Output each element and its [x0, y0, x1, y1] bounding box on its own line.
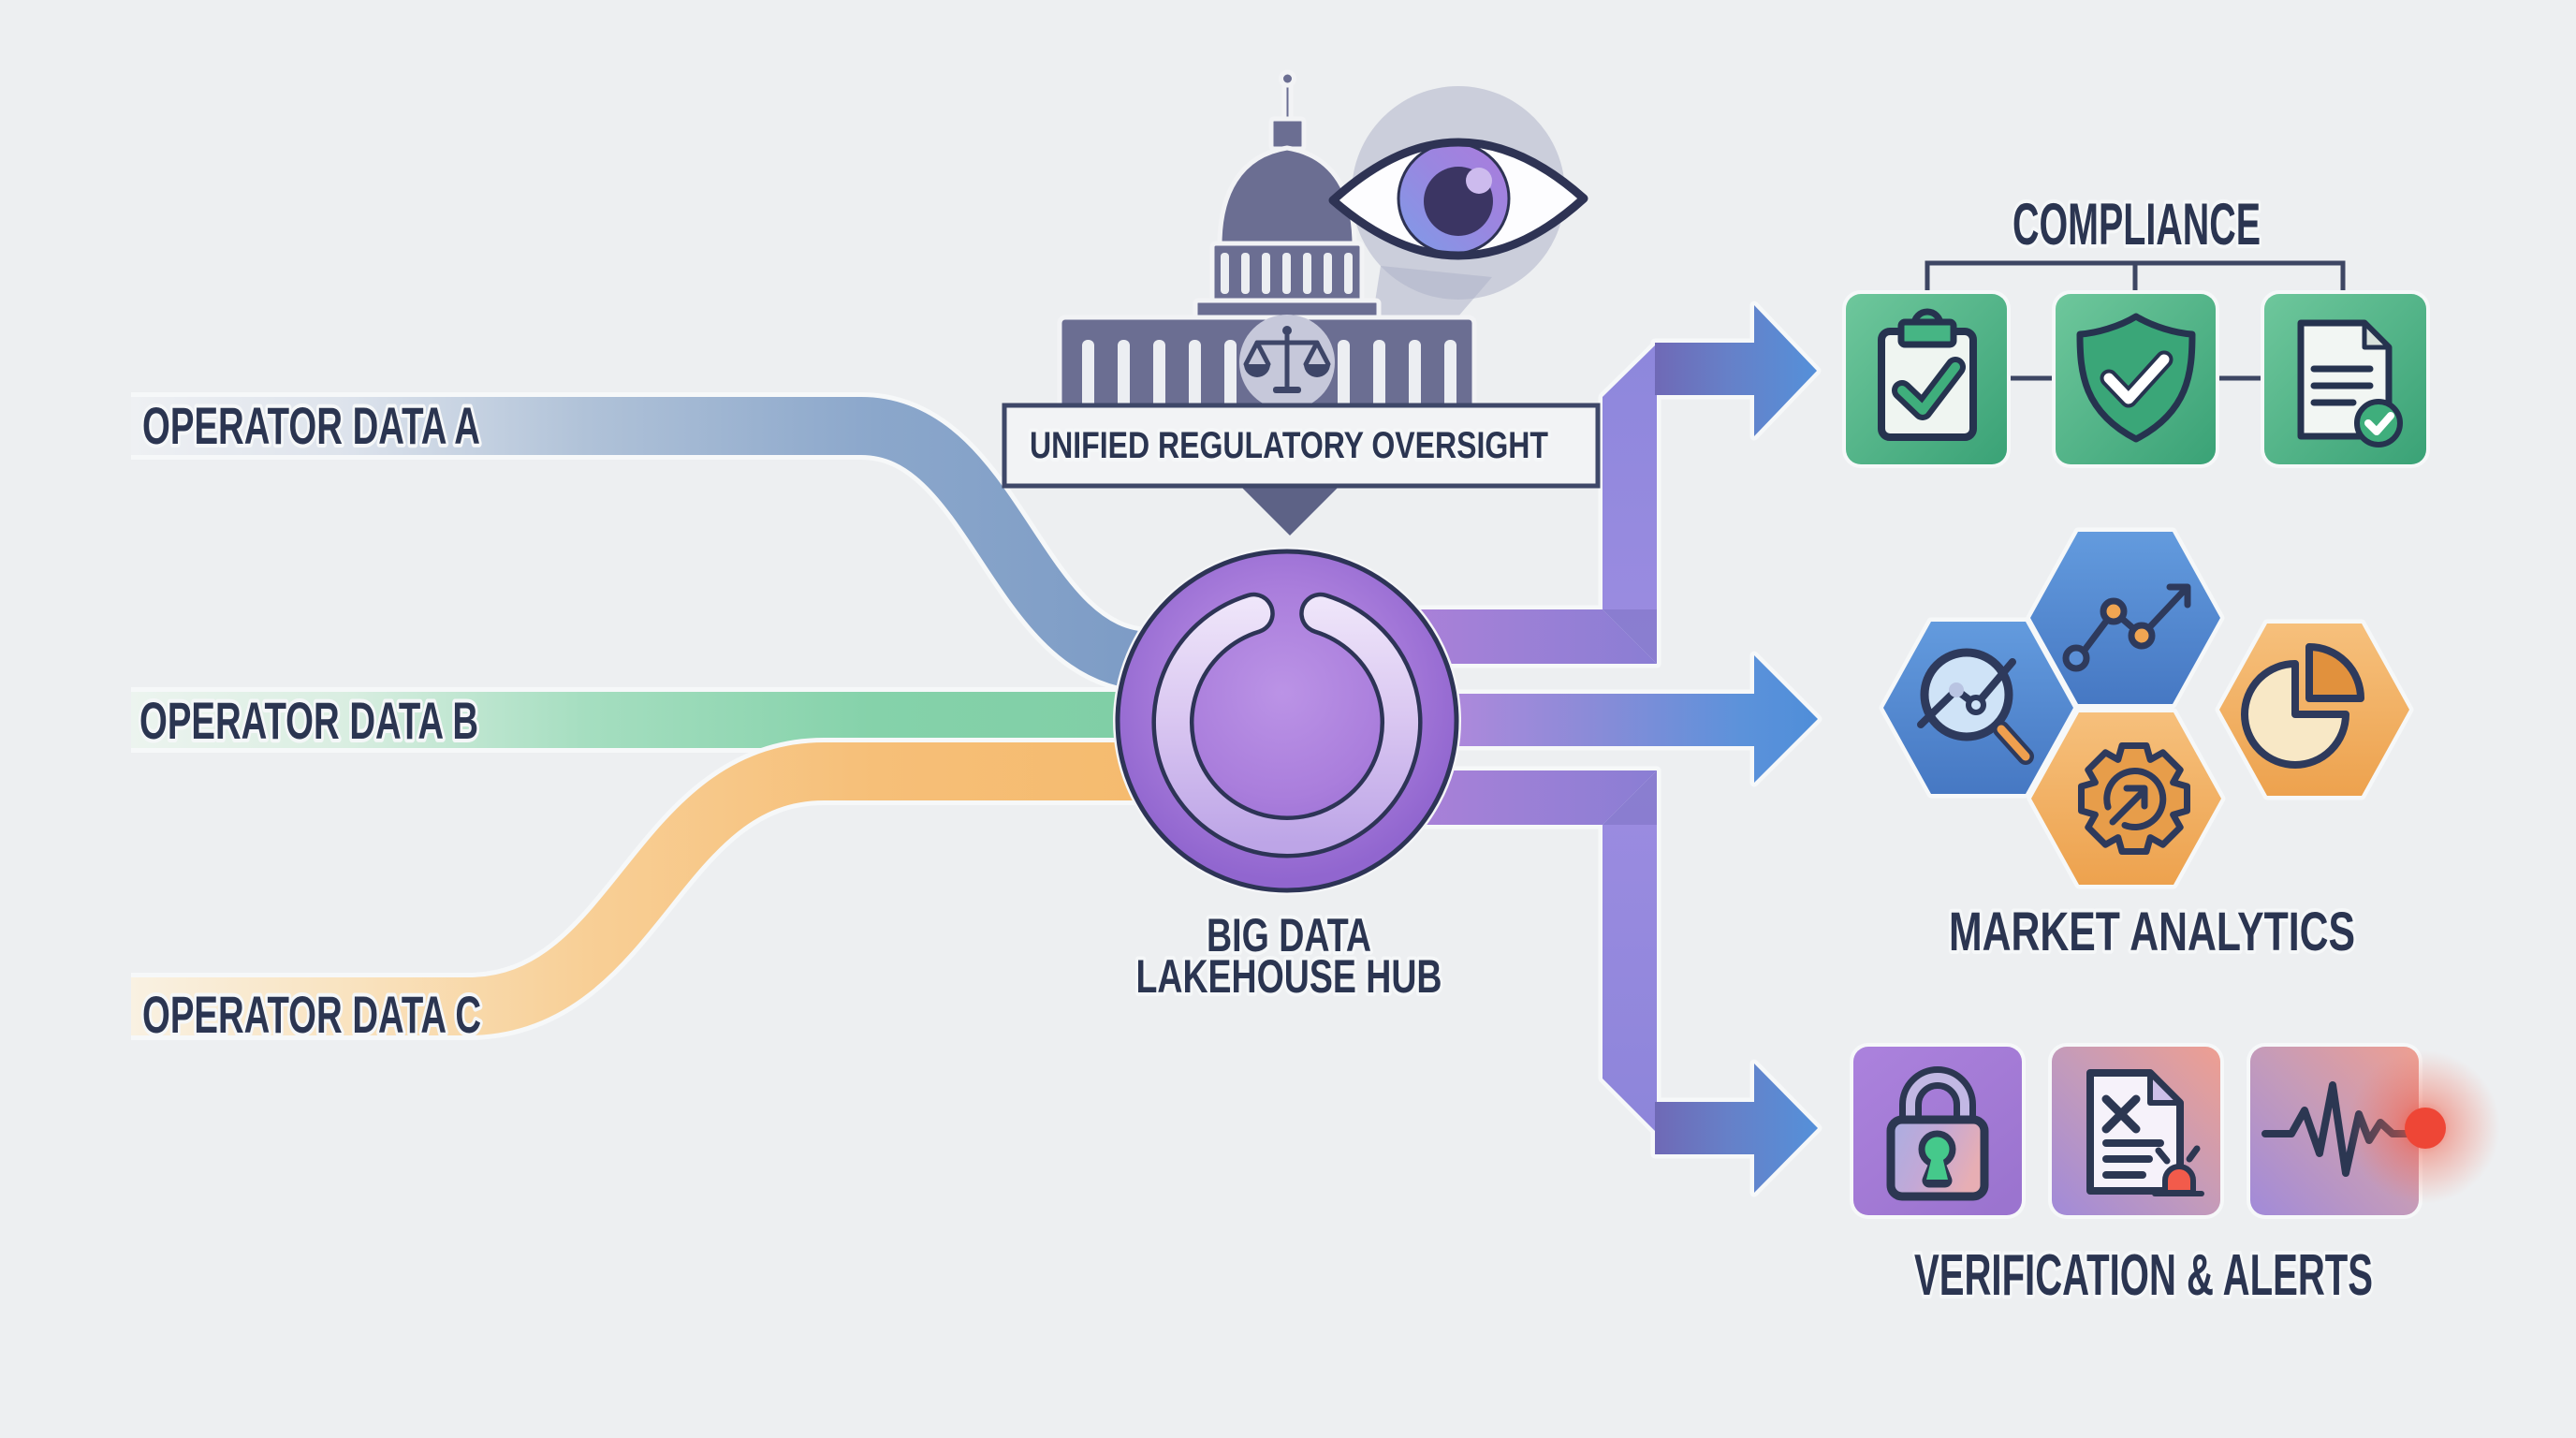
svg-text:LAKEHOUSE HUB: LAKEHOUSE HUB	[1136, 950, 1442, 1003]
svg-text:COMPLIANCE: COMPLIANCE	[2012, 192, 2261, 257]
svg-text:VERIFICATION & ALERTS: VERIFICATION & ALERTS	[1914, 1243, 2373, 1308]
svg-text:OPERATOR DATA B: OPERATOR DATA B	[139, 691, 478, 750]
svg-text:OPERATOR DATA A: OPERATOR DATA A	[142, 396, 480, 455]
svg-text:BIG DATA: BIG DATA	[1207, 909, 1371, 961]
svg-text:MARKET ANALYTICS: MARKET ANALYTICS	[1949, 902, 2355, 962]
svg-text:UNIFIED REGULATORY OVERSIGHT: UNIFIED REGULATORY OVERSIGHT	[1030, 425, 1548, 466]
svg-text:OPERATOR DATA C: OPERATOR DATA C	[142, 985, 481, 1044]
